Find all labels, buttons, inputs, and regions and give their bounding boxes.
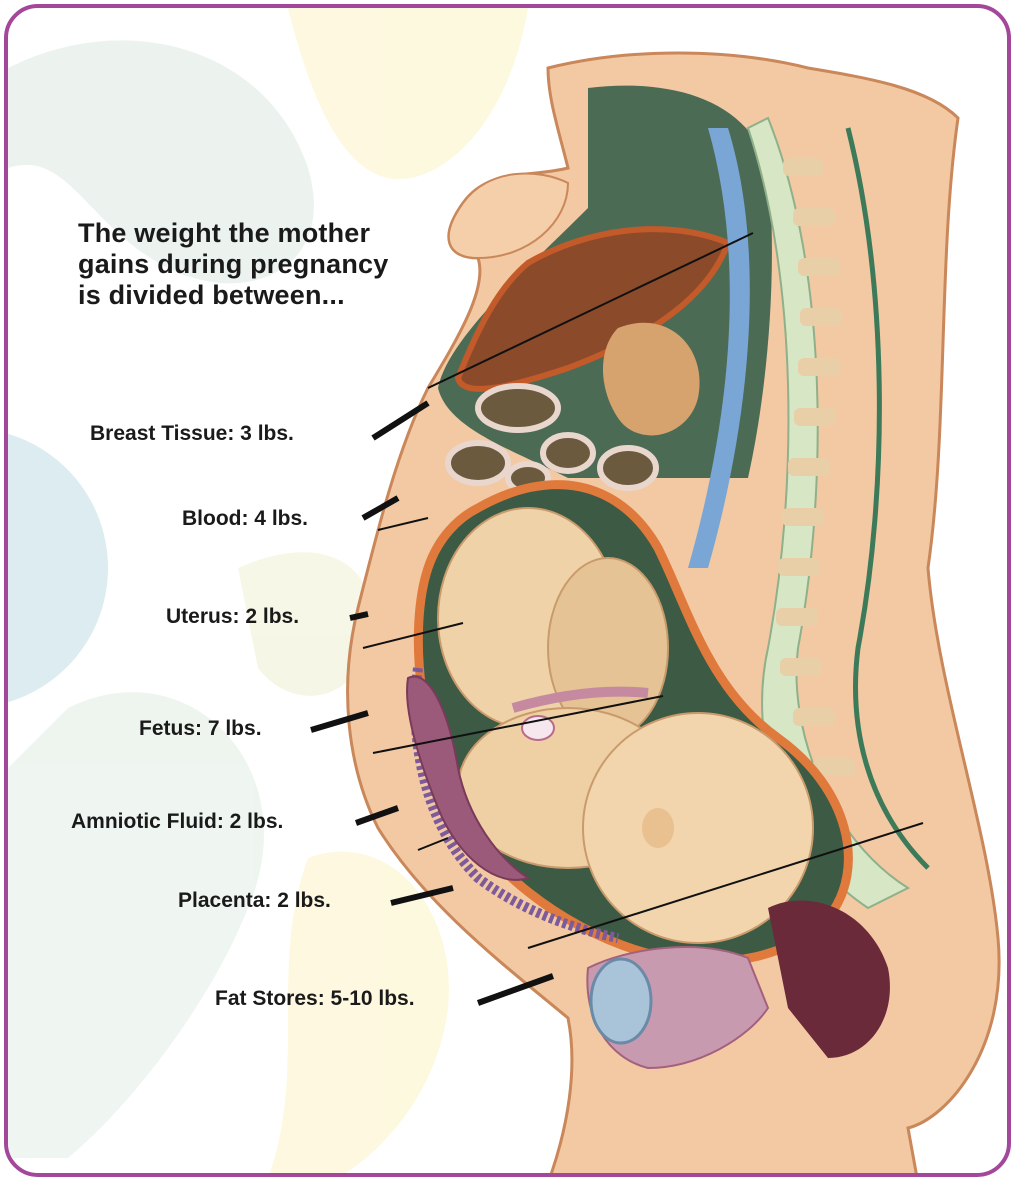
label-blood: Blood: 4 lbs.	[182, 507, 308, 531]
label-fat-stores: Fat Stores: 5-10 lbs.	[215, 987, 415, 1011]
title-text: The weight the mother gains during pregn…	[78, 218, 388, 310]
label-fetus: Fetus: 7 lbs.	[139, 717, 262, 741]
label-uterus: Uterus: 2 lbs.	[166, 605, 299, 629]
diagram-title: The weight the mother gains during pregn…	[78, 218, 408, 311]
pregnancy-cross-section-illustration	[8, 8, 1011, 1177]
label-amniotic-fluid: Amniotic Fluid: 2 lbs.	[71, 810, 283, 834]
diagram-frame: The weight the mother gains during pregn…	[4, 4, 1011, 1177]
label-placenta: Placenta: 2 lbs.	[178, 889, 331, 913]
label-breast-tissue: Breast Tissue: 3 lbs.	[90, 422, 294, 446]
